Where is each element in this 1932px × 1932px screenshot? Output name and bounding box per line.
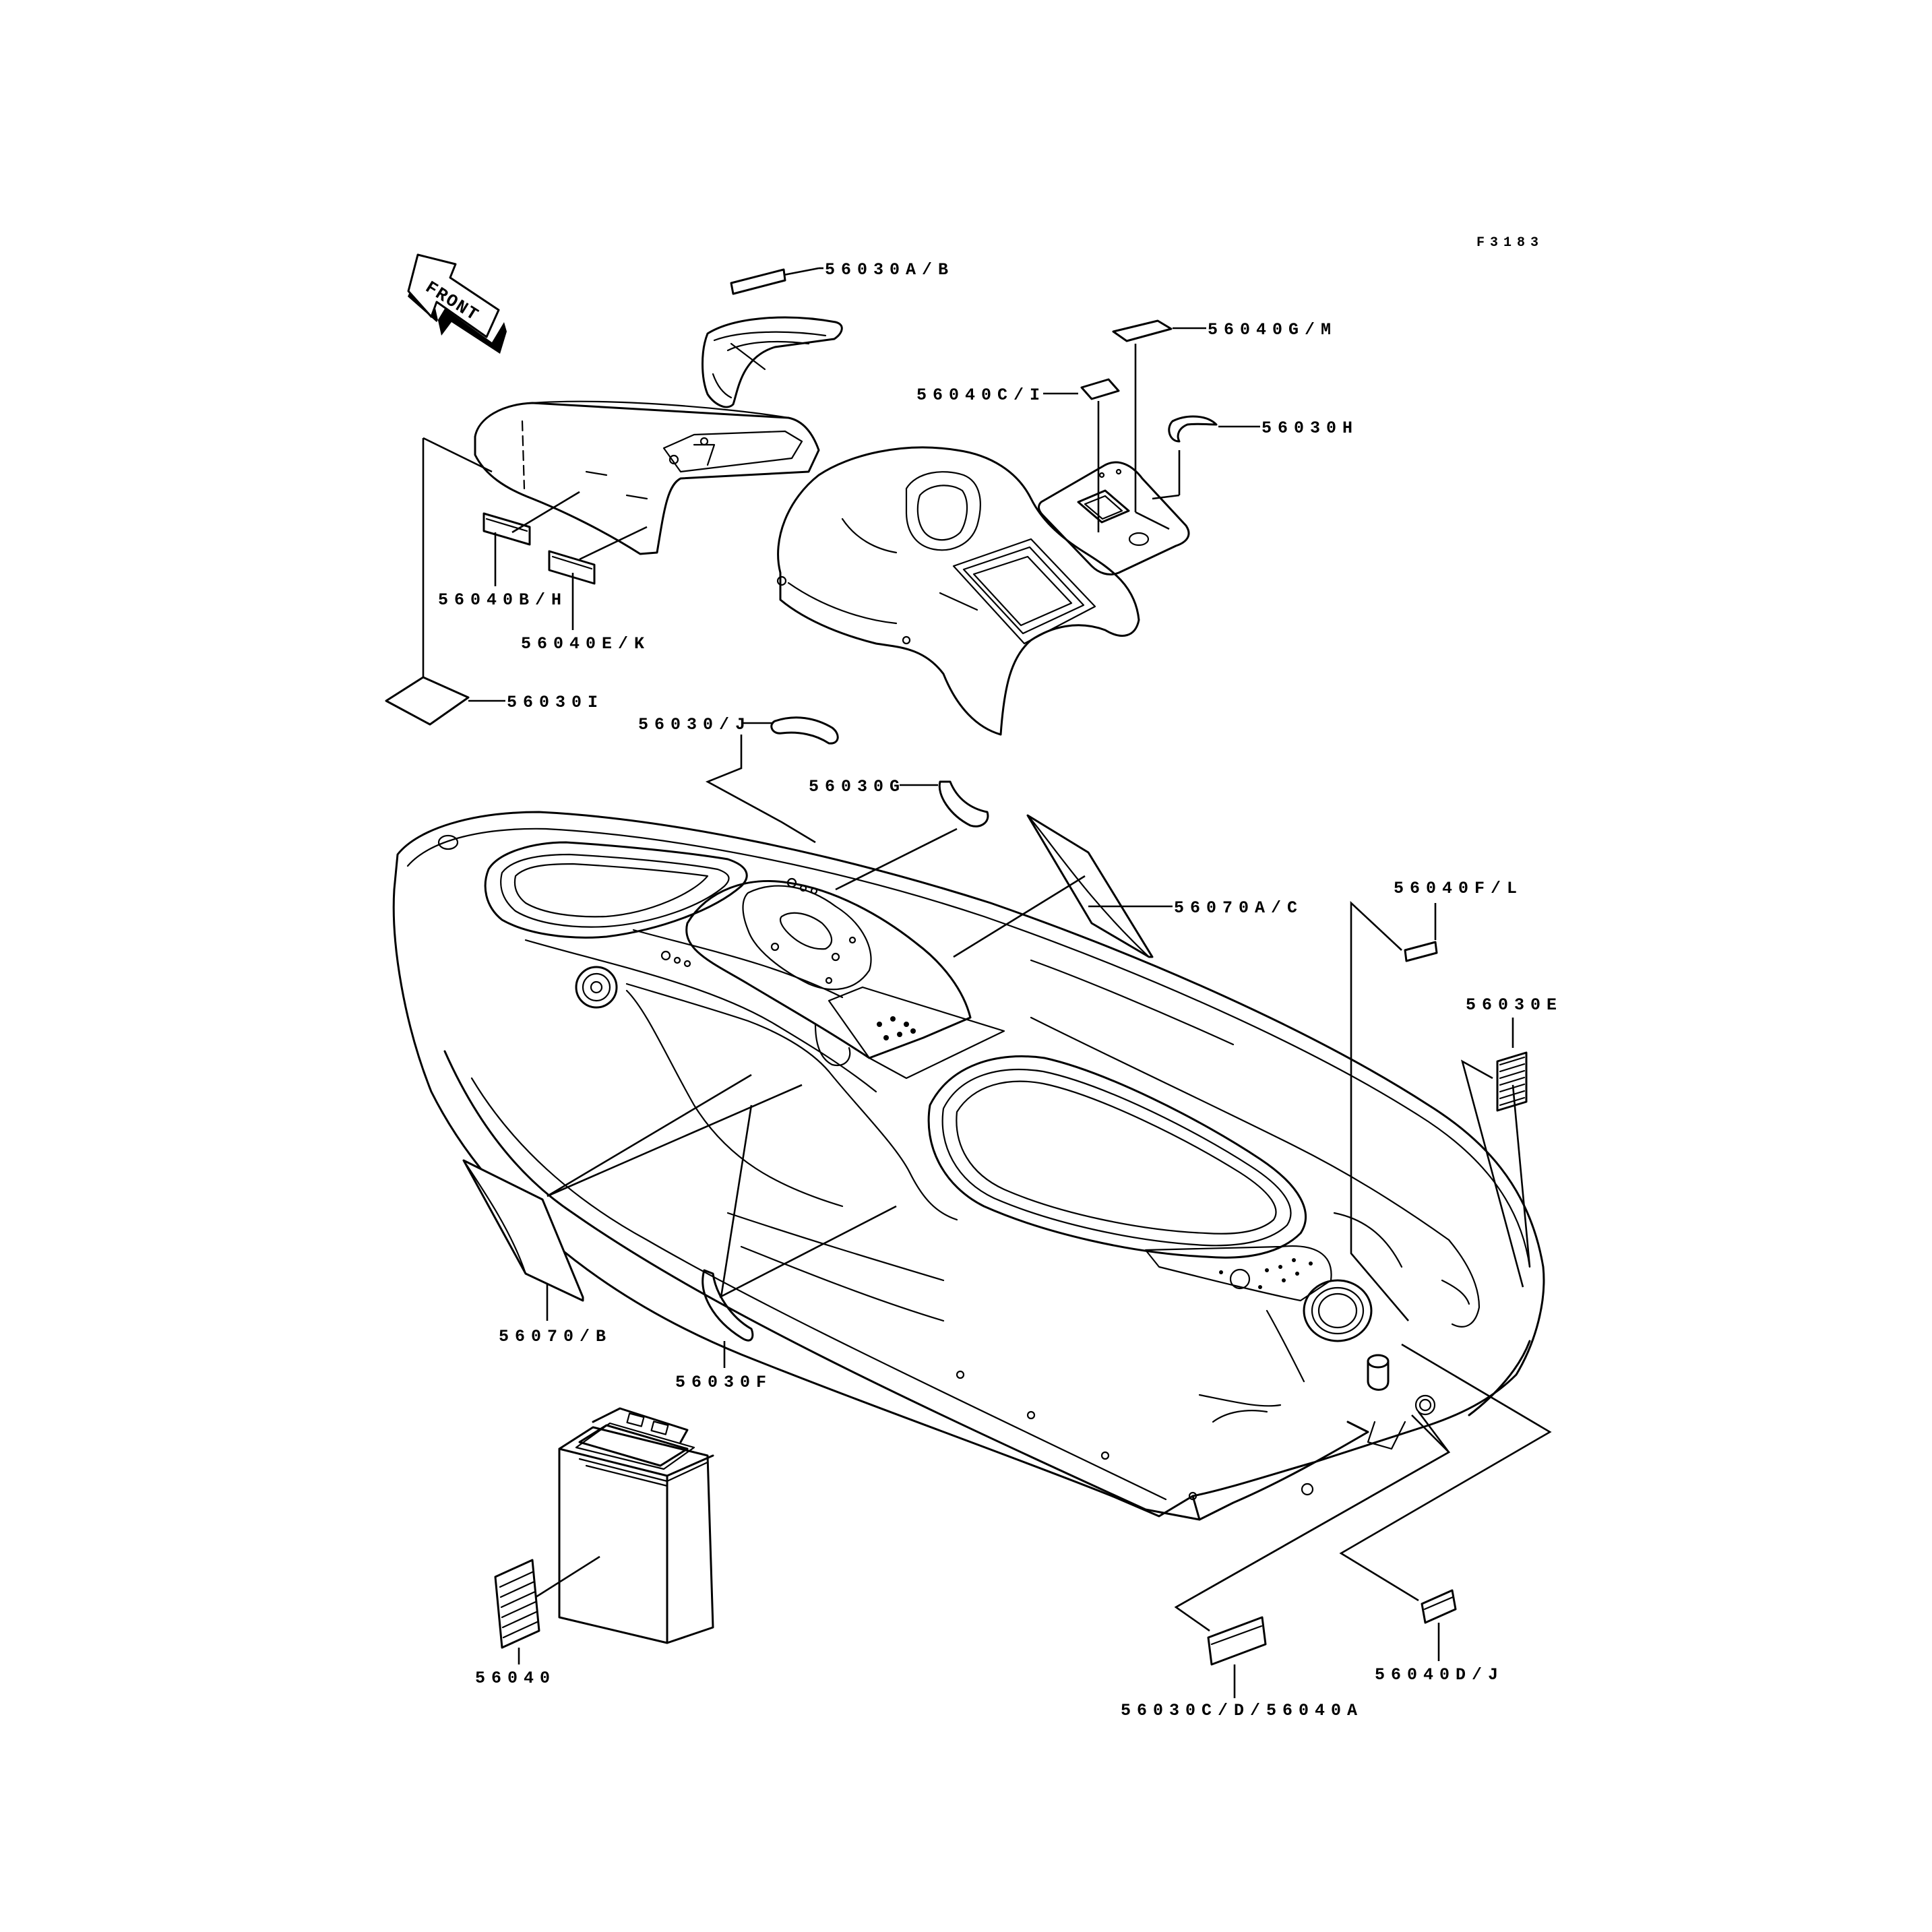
battery-part — [558, 1407, 714, 1644]
decal-56030F — [702, 1104, 897, 1368]
decal-56040 — [494, 1555, 600, 1664]
label-56030J: 56030/J — [638, 715, 751, 735]
decal-56040GM — [1112, 319, 1206, 530]
label-56040EK: 56040E/K — [521, 634, 650, 654]
label-56040: 56040 — [475, 1669, 556, 1688]
decal-56030AB — [730, 267, 823, 295]
label-56030AB: 56030A/B — [825, 260, 954, 280]
decal-56040CI — [1043, 378, 1120, 532]
decal-56030E — [1460, 1018, 1531, 1288]
decal-56070AC — [953, 814, 1173, 958]
label-56040CI: 56040C/I — [916, 385, 1046, 405]
decal-56030I — [385, 437, 505, 726]
figure-reference: F3183 — [1476, 235, 1544, 251]
label-56070B: 56070/B — [499, 1327, 612, 1346]
label-56030F: 56030F — [675, 1373, 772, 1392]
decal-56030J — [705, 716, 839, 844]
decal-56040EK — [548, 526, 648, 630]
label-56030I: 56030I — [507, 693, 604, 712]
label-56030G: 56030G — [809, 777, 906, 797]
hull-part — [392, 811, 1545, 1521]
label-56040GM: 56040G/M — [1208, 320, 1337, 340]
front-hood-part — [474, 400, 820, 555]
label-56030E: 56030E — [1466, 995, 1563, 1015]
decal-56040FL — [1350, 901, 1438, 1321]
lid-part — [1038, 461, 1190, 575]
decal-56040BH — [482, 491, 580, 586]
decal-56030G — [835, 780, 989, 891]
label-56040DJ: 56040D/J — [1375, 1665, 1504, 1685]
label-56040FL: 56040F/L — [1394, 879, 1523, 898]
decal-56040DJ — [1339, 1343, 1552, 1661]
deck-cover-part — [776, 446, 1140, 736]
label-56030CD56040A: 56030C/D/56040A — [1121, 1701, 1363, 1720]
decal-56030CD56040A — [1174, 1411, 1451, 1698]
decal-56030H — [1152, 415, 1260, 500]
label-56030H: 56030H — [1261, 418, 1359, 438]
decal-56070B — [462, 1073, 803, 1321]
label-56040BH: 56040B/H — [438, 590, 567, 610]
handle-cover-part — [702, 316, 843, 408]
front-arrow-icon: FRONT — [407, 253, 507, 354]
label-56070AC: 56070A/C — [1174, 898, 1303, 918]
